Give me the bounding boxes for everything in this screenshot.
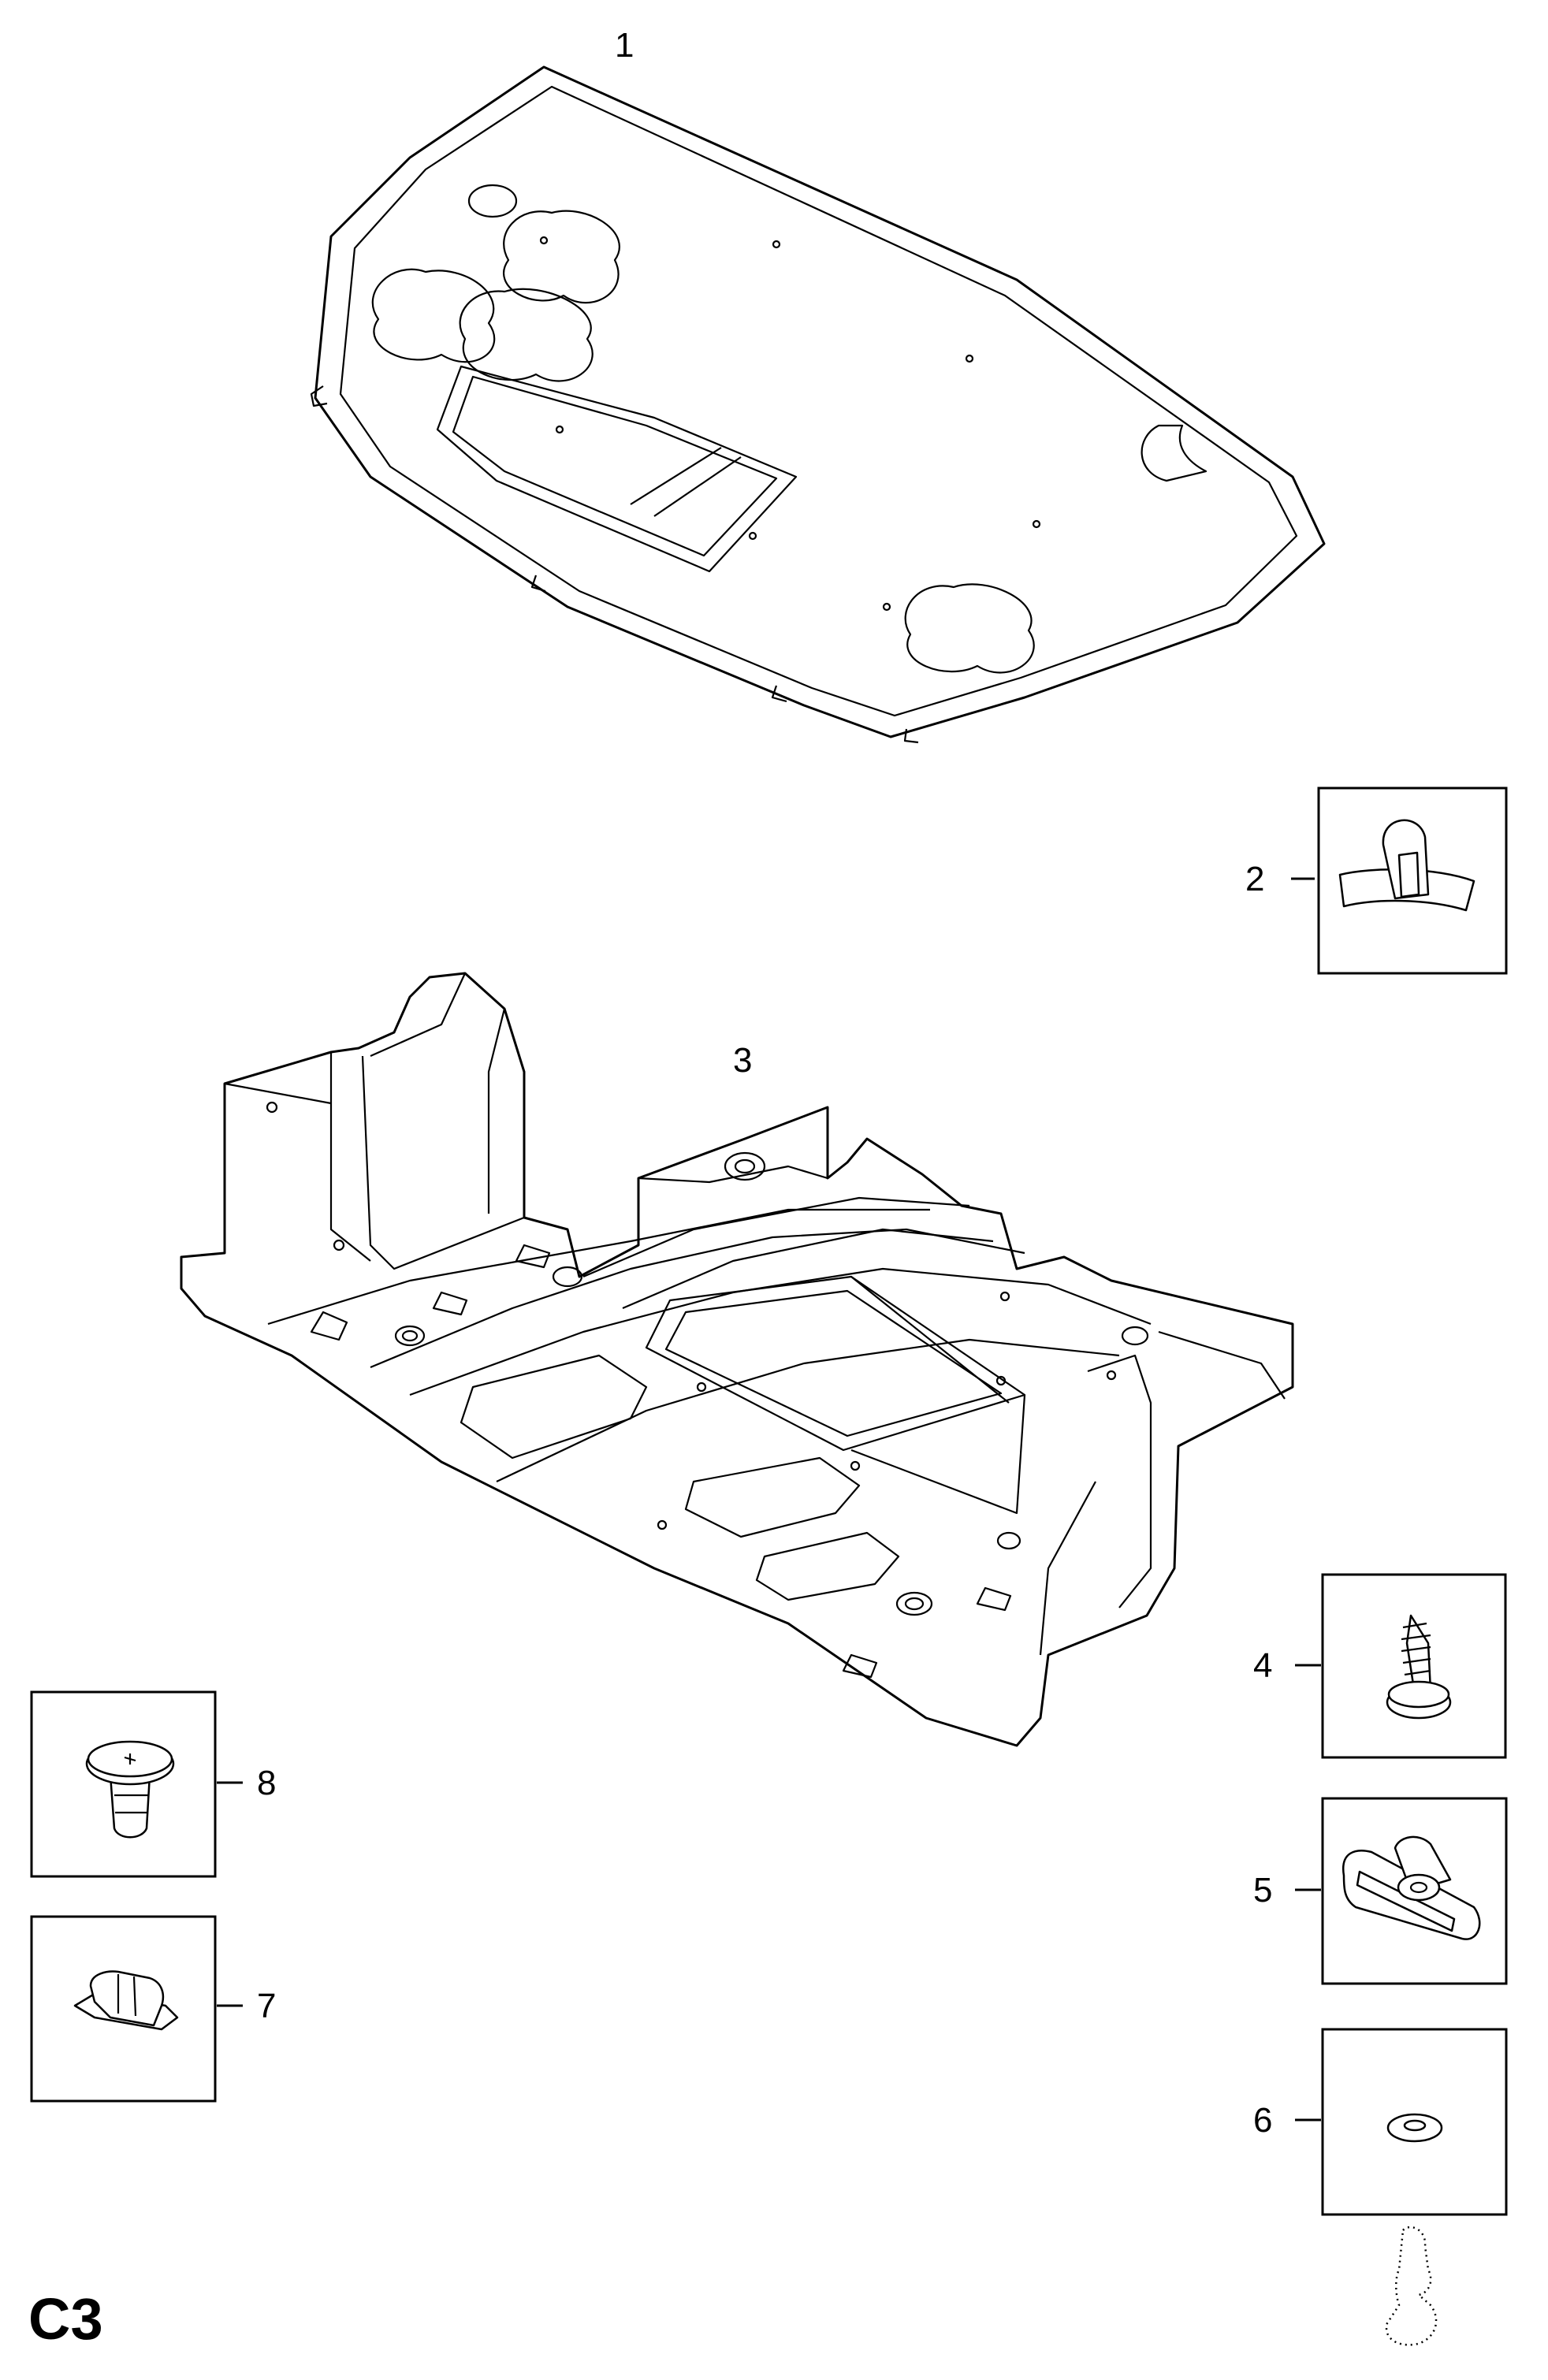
callout-5: 5 xyxy=(1253,1871,1272,1910)
callout-8: 8 xyxy=(257,1764,276,1802)
callout-2: 2 xyxy=(1245,860,1264,898)
floor-mat xyxy=(180,972,1294,1747)
part-7-clip xyxy=(30,1915,217,2103)
page-code: C3 xyxy=(28,2286,103,2352)
part-6-washer xyxy=(1321,2028,1508,2216)
part-4-screw xyxy=(1321,1573,1507,1759)
part-5-speed-nut xyxy=(1321,1797,1508,1985)
callout-7: 7 xyxy=(257,1987,276,2025)
callout-4: 4 xyxy=(1253,1646,1272,1685)
part-2-clip xyxy=(1317,787,1508,975)
reference-screw-outline xyxy=(1385,2226,1438,2346)
callout-6: 6 xyxy=(1253,2101,1272,2140)
part-8-push-rivet xyxy=(30,1690,217,1878)
callout-3: 3 xyxy=(733,1041,752,1080)
callout-1: 1 xyxy=(615,26,634,65)
hood-insulation-pad xyxy=(310,65,1326,744)
